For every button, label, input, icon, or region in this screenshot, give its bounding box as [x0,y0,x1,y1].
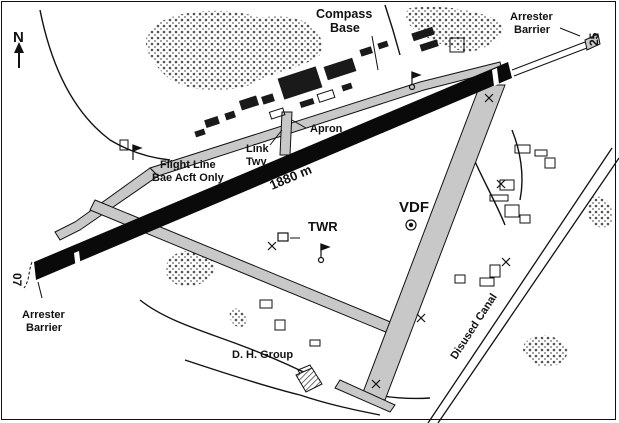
buildings [194,26,439,138]
woodland-south-east [523,335,568,367]
building-d [224,110,236,121]
building-b [261,93,275,105]
arrester-barrier-lines [23,33,601,289]
compass-base-label-2: Base [330,21,360,35]
vdf-icon [405,219,417,231]
hangar-2 [323,57,357,81]
marker-ring-twr [317,256,325,264]
runway-threshold-ne [492,68,499,86]
woodland-north-east [405,6,503,52]
cross-marker-twr-icon [267,241,277,251]
markers [132,71,511,389]
cross-marker-ne-icon [484,93,494,103]
building-i [299,97,315,109]
leader-lines [37,27,581,299]
link-twy-label-2: Twy [246,156,267,168]
disused-canal [427,147,619,423]
cross-marker-south-icon [371,379,381,389]
building-f [377,40,389,50]
link-twy-label-1: Link [246,143,269,155]
dh-group-hatched [295,367,323,393]
marker-ring-compass [408,83,416,91]
building-k [194,128,206,138]
twr-building-icon [277,232,289,242]
arrester-ne-label-2: Barrier [514,24,551,36]
vegetation-areas [145,6,613,367]
flight-line-label-1: Flight Line [160,159,216,171]
flag-compass-base-icon [411,71,422,85]
woodland-east-small [588,196,613,228]
compass-base-label-1: Compass [316,7,372,21]
woodland-south [165,250,215,287]
runway-threshold-sw [74,251,81,270]
taxiways [54,61,506,413]
south-buildings [259,299,321,386]
building-j [341,82,353,92]
road-south [184,359,381,416]
arrester-sw-label-1: Arrester [22,309,66,321]
north-label: N [13,29,24,46]
woodland-south-small [229,308,248,327]
taxiway-south-join [334,379,396,413]
cross-marker-mid-icon [416,313,426,323]
building-e [359,46,373,57]
road-west-curve [39,9,171,161]
apron-label: Apron [310,123,343,135]
twr-label: TWR [308,219,338,234]
flag-twr-icon [320,243,331,258]
runway-surface [34,62,512,280]
taxiway-west [54,167,159,241]
cross-marker-east-icon [501,257,511,267]
flag-flight-line-icon [132,144,143,160]
arrester-sw-label-2: Barrier [26,322,63,334]
woodland-north [145,10,322,91]
hangar-main [277,66,323,100]
road-east [511,129,523,201]
building-a [238,95,260,111]
rwy-25-label: 25 [587,32,601,46]
rwy-07-label: 07 [10,273,24,287]
east-buildings [454,144,556,287]
taxiway-apron-link [279,111,293,156]
building-g [411,26,435,42]
building-h [419,39,439,52]
building-outlines [119,37,556,386]
arrester-ne-label-1: Arrester [510,11,554,23]
building-c [204,116,220,128]
cross-marker-east2-icon [496,179,506,189]
flight-line-label-2: Bae Acft Only [152,172,225,184]
vdf-label: VDF [399,199,429,216]
road-north [384,4,401,56]
north-arrow: N [13,29,24,68]
dh-group-label: D. H. Group [232,349,293,361]
